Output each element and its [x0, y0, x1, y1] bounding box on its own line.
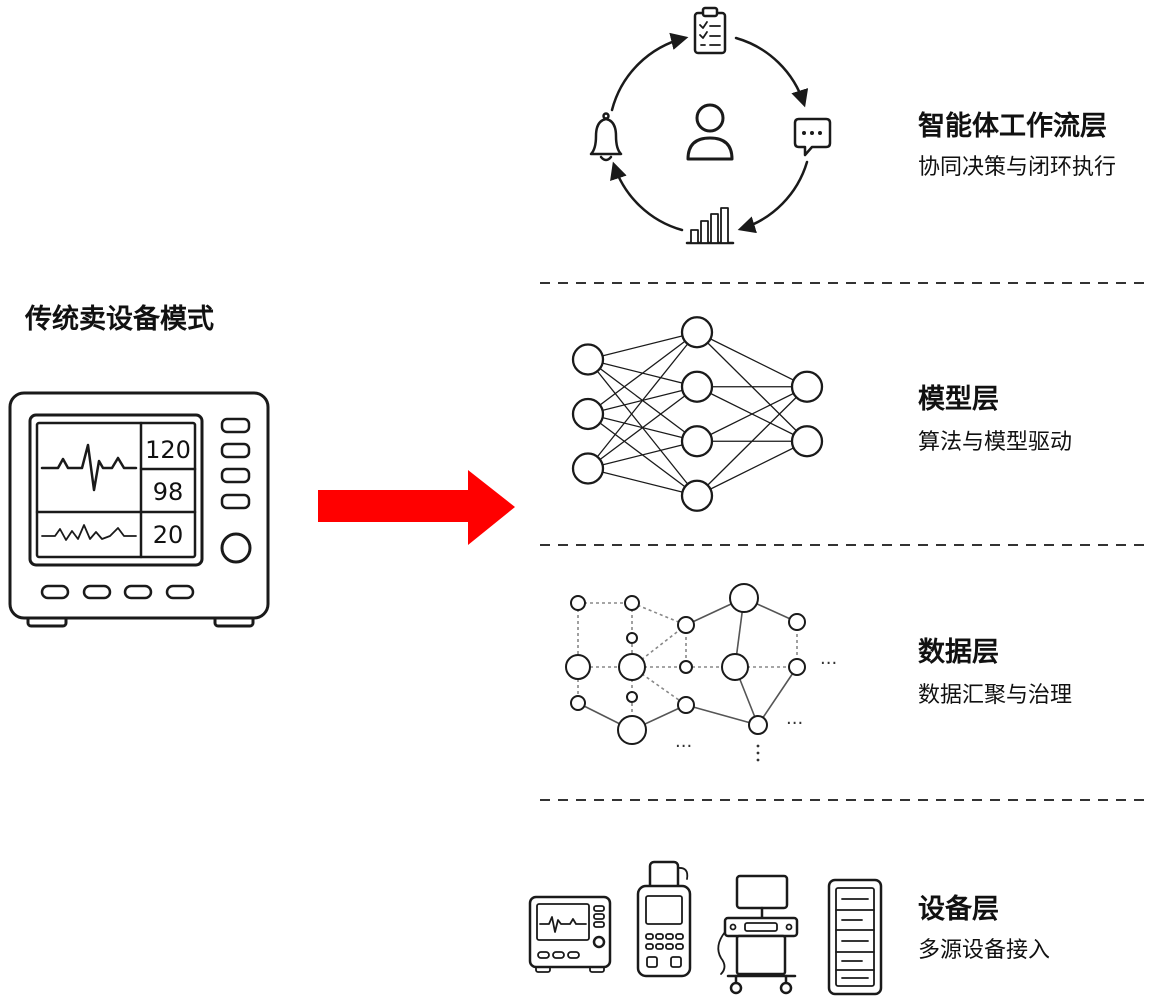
chat-bubble-icon — [793, 117, 832, 157]
monitor-side-button — [220, 493, 251, 510]
layer-subtitle-data: 数据汇聚与治理 — [918, 683, 1072, 708]
layer-title-model: 模型层 — [918, 384, 999, 415]
monitor-bottom-button — [123, 584, 153, 600]
layer-subtitle-device: 多源设备接入 — [918, 938, 1050, 963]
handheld-device-icon — [636, 860, 692, 978]
resp-waveform — [41, 524, 137, 541]
graph-node — [677, 616, 695, 634]
server-rack-icon — [827, 878, 883, 996]
graph-ellipsis: ··· — [786, 713, 803, 734]
layer-title-data: 数据层 — [918, 637, 999, 668]
nn-edge — [696, 386, 808, 442]
monitor-side-button — [220, 467, 251, 484]
neural-network-icon — [571, 316, 824, 512]
cycle-arrow — [737, 160, 809, 234]
nn-edge — [587, 467, 698, 497]
bar-chart-icon — [685, 207, 735, 245]
cycle-arrow — [734, 36, 809, 108]
graph-edge — [757, 666, 798, 726]
nn-edge — [587, 331, 698, 415]
monitor-screen — [35, 421, 197, 559]
monitor-side-button — [220, 442, 251, 459]
monitor-bottom-button — [40, 584, 70, 600]
graph-edge — [631, 602, 687, 626]
resp-rate-value: 20 — [153, 521, 184, 549]
graph-node — [626, 632, 638, 644]
monitor-side-button — [220, 417, 251, 434]
graph-node — [570, 595, 586, 611]
patient-monitor-icon — [528, 895, 612, 973]
graph-node — [679, 660, 693, 674]
nn-input-node — [571, 397, 605, 431]
nn-input-node — [571, 452, 605, 485]
nn-edge — [587, 440, 698, 470]
graph-ellipsis: ··· — [820, 653, 837, 674]
nn-edge — [587, 386, 698, 470]
patient-monitor-icon: 120 98 20 — [8, 391, 270, 628]
nn-hidden-node — [680, 425, 714, 458]
right-arrow-icon — [318, 470, 515, 545]
monitor-body — [8, 391, 270, 620]
ultrasound-cart-icon — [717, 874, 799, 995]
ecg-waveform — [40, 443, 138, 492]
graph-node — [624, 595, 640, 611]
agent-workflow-cycle — [589, 6, 832, 245]
graph-node — [626, 691, 638, 703]
graph-edge — [631, 666, 687, 706]
layer-subtitle-model: 算法与模型驱动 — [918, 430, 1072, 455]
nn-hidden-node — [680, 316, 714, 349]
graph-node — [788, 658, 806, 676]
graph-node — [729, 583, 759, 613]
heart-rate-value: 120 — [145, 436, 191, 464]
cycle-arrow — [610, 32, 689, 112]
nn-edge — [587, 331, 698, 469]
graph-node — [748, 715, 768, 735]
nn-edge — [696, 440, 808, 497]
nn-edge — [696, 386, 808, 497]
nn-output-node — [790, 425, 824, 458]
monitor-bottom-button — [165, 584, 195, 600]
graph-node — [721, 653, 749, 681]
graph-node — [788, 613, 806, 631]
spo2-value: 98 — [153, 478, 184, 506]
graph-node — [618, 653, 646, 681]
graph-network-icon: ··· ··· ··· — [565, 583, 837, 762]
graph-vertical-ellipsis — [756, 744, 760, 762]
person-icon — [686, 103, 734, 161]
graph-edge — [685, 704, 759, 726]
graph-nodes — [565, 583, 806, 745]
nn-edge — [587, 331, 698, 361]
graph-node — [570, 695, 586, 711]
nn-edges — [587, 331, 808, 497]
left-title: 传统卖设备模式 — [24, 303, 214, 335]
graph-ellipsis: ··· — [675, 736, 692, 757]
device-group — [528, 860, 883, 996]
layer-title-agent: 智能体工作流层 — [918, 110, 1107, 142]
layer-title-device: 设备层 — [918, 894, 999, 925]
monitor-bottom-button — [82, 584, 112, 600]
monitor-knob — [220, 532, 252, 564]
monitor-screen-frame — [28, 413, 204, 567]
nn-input-node — [571, 343, 605, 376]
nn-nodes — [571, 316, 824, 512]
graph-node — [565, 654, 591, 680]
clipboard-icon — [693, 6, 727, 55]
nn-hidden-node — [680, 370, 714, 403]
graph-node — [617, 715, 647, 745]
cycle-arrow — [610, 161, 684, 232]
graph-node — [677, 696, 695, 714]
bell-icon — [589, 112, 623, 162]
nn-hidden-node — [680, 479, 714, 512]
nn-output-node — [790, 370, 824, 403]
layer-subtitle-agent: 协同决策与闭环执行 — [918, 155, 1116, 180]
nn-edge — [696, 331, 808, 388]
